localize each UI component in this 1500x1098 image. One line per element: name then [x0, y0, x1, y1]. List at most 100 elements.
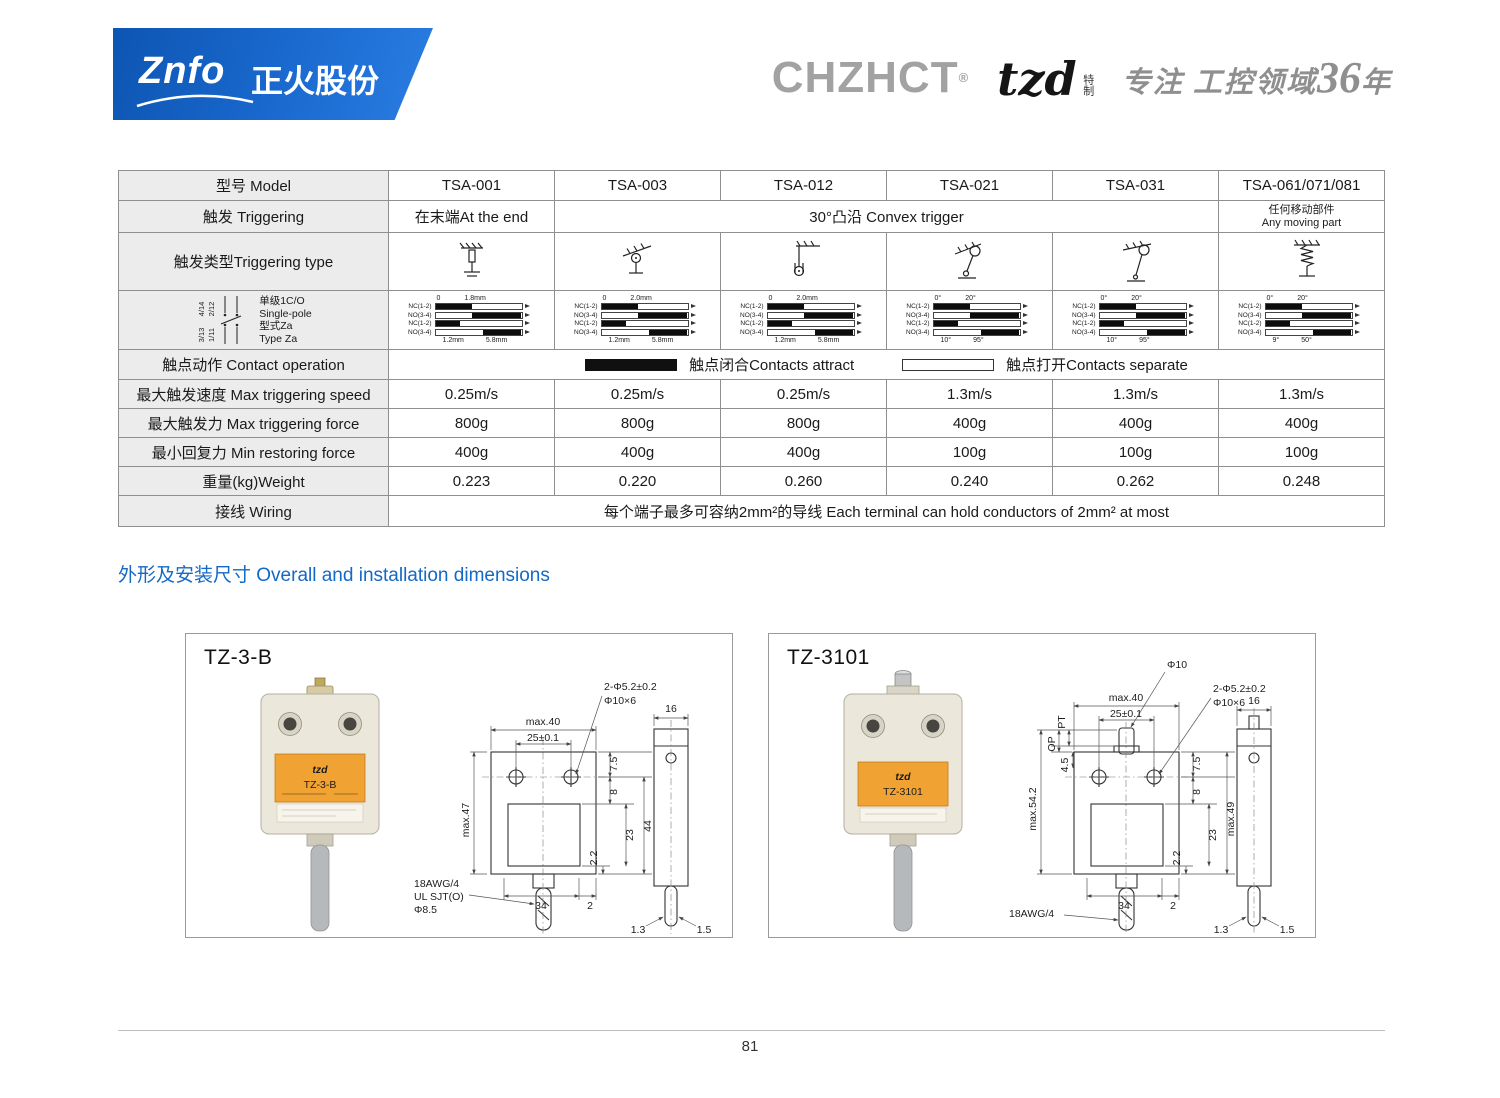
contact-diagram-cell: 0°20° NC(1-2)NO(3-4)NC(1-2)NO(3-4) 10°95…: [1052, 290, 1219, 350]
min-force-cell: 400g: [388, 437, 555, 467]
force-cell: 400g: [1052, 408, 1219, 438]
trigger-icon-roller-plunger: [622, 242, 651, 274]
speed-cell: 1.3m/s: [1052, 379, 1219, 409]
brand-tzd: tzd 特制: [997, 52, 1094, 106]
cable-callout-1: 18AWG/4: [414, 878, 459, 890]
row-trigger-type: 触发类型Triggering type: [118, 232, 1385, 291]
dim-phi10: Φ10: [1167, 659, 1187, 671]
min-force-cell: 100g: [1052, 437, 1219, 467]
tzd-logo: tzd: [997, 52, 1077, 106]
model-cell: TSA-021: [886, 170, 1053, 201]
speed-cell: 0.25m/s: [388, 379, 555, 409]
product-brand-label: tzd: [895, 771, 911, 783]
model-cell: TSA-001: [388, 170, 555, 201]
trigger-icon-ball-lever: [954, 241, 981, 279]
model-cell: TSA-003: [554, 170, 721, 201]
brand-chzhct: CHZHCT®: [772, 56, 969, 100]
contacts-attract-bar: [585, 358, 678, 371]
row-triggering: 触发 Triggering 在末端At the end 30°凸沿 Convex…: [118, 200, 1385, 233]
dim-max49: max.49: [1225, 802, 1237, 837]
dim-23: 23: [624, 829, 636, 841]
weight-cell: 0.220: [554, 466, 721, 496]
dim-4-5: 4.5: [1059, 758, 1071, 773]
product-brand-label: tzd: [312, 764, 328, 776]
trigger-icon-spring-rod: [1293, 239, 1320, 277]
force-cell: 400g: [886, 408, 1053, 438]
row-min-force: 最小回复力 Min restoring force 400g 400g 400g…: [118, 437, 1385, 467]
triggering-cell: 在末端At the end: [388, 200, 555, 233]
dim-2: 2: [587, 900, 593, 912]
contacts-separate-bar: [902, 358, 995, 371]
product-model-label: TZ-3101: [883, 786, 923, 798]
speed-cell: 0.25m/s: [554, 379, 721, 409]
section-title: 外形及安装尺寸 Overall and installation dimensi…: [118, 565, 550, 586]
row-weight: 重量(kg)Weight 0.223 0.220 0.260 0.240 0.2…: [118, 466, 1385, 496]
weight-cell: 0.262: [1052, 466, 1219, 496]
force-cell: 800g: [720, 408, 887, 438]
min-force-cell: 100g: [1218, 437, 1385, 467]
dim-25: 25±0.1: [527, 732, 559, 744]
front-view: [490, 751, 597, 931]
drawing-title: TZ-3-B: [204, 646, 273, 669]
dim-hole-callout1: 2-Φ5.2±0.2: [604, 681, 657, 693]
force-cell: 800g: [388, 408, 555, 438]
row-max-force: 最大触发力 Max triggering force 800g 800g 800…: [118, 408, 1385, 438]
dim-1-5: 1.5: [697, 924, 712, 936]
dim-1-3: 1.3: [1214, 924, 1229, 936]
dim-16: 16: [1248, 695, 1260, 707]
product-photo: tzd TZ-3-B: [260, 677, 380, 932]
row-label-triggering: 触发 Triggering: [118, 200, 389, 233]
drawing-title: TZ-3101: [787, 646, 870, 669]
weight-cell: 0.223: [388, 466, 555, 496]
pole-term: 4/14: [197, 302, 206, 317]
speed-cell: 1.3m/s: [1218, 379, 1385, 409]
weight-cell: 0.240: [886, 466, 1053, 496]
dim-hole-callout1: 2-Φ5.2±0.2: [1213, 683, 1266, 695]
dimension-drawings: TZ-3-B tzd TZ-3-B: [185, 633, 1316, 938]
row-label-max-speed: 最大触发速度 Max triggering speed: [118, 379, 389, 409]
row-contact-diagram: 4/14 2/12 3/13 1/11 单级1C/O Single-pole 型…: [118, 290, 1385, 350]
pole-term: 3/13: [197, 328, 206, 343]
trigger-icon-ball-rod: [1122, 240, 1151, 282]
dim-max40: max.40: [1109, 692, 1144, 704]
triggering-cell-convex: 30°凸沿 Convex trigger: [554, 200, 1219, 233]
dim-7-5: 7.5: [1191, 757, 1203, 772]
header-brands: CHZHCT® tzd 特制 专注 工控领域36年: [772, 52, 1392, 106]
row-label-max-force: 最大触发力 Max triggering force: [118, 408, 389, 438]
company-name-cn: 正火股份: [251, 63, 380, 99]
dim-max47: max.47: [460, 803, 472, 838]
row-contact-operation: 触点动作 Contact operation 触点闭合Contacts attr…: [118, 349, 1385, 380]
dim-hole-callout2: Φ10×6: [604, 695, 636, 707]
dim-pt: PT: [1056, 715, 1068, 729]
dim-34: 34: [535, 900, 547, 912]
tz3101-dimension-drawing: tzd TZ-3101: [843, 659, 1295, 936]
dim-1-5: 1.5: [1280, 924, 1295, 936]
force-cell: 400g: [1218, 408, 1385, 438]
registered-mark: ®: [958, 70, 970, 85]
trigger-icon-pin-plunger: [459, 242, 483, 277]
contacts-attract-label: 触点闭合Contacts attract: [689, 357, 855, 374]
row-label-trigger-type: 触发类型Triggering type: [118, 232, 389, 291]
dim-7-5: 7.5: [608, 757, 620, 772]
row-label-pole: 4/14 2/12 3/13 1/11 单级1C/O Single-pole 型…: [118, 290, 389, 350]
row-wiring: 接线 Wiring 每个端子最多可容纳2mm²的导线 Each terminal…: [118, 495, 1385, 527]
row-model: 型号 Model TSA-001 TSA-003 TSA-012 TSA-021…: [118, 170, 1385, 201]
dim-8: 8: [1191, 789, 1203, 795]
min-force-cell: 400g: [554, 437, 721, 467]
weight-cell: 0.260: [720, 466, 887, 496]
dim-2: 2: [1170, 900, 1176, 912]
dim-8: 8: [608, 789, 620, 795]
weight-cell: 0.248: [1218, 466, 1385, 496]
model-cell: TSA-031: [1052, 170, 1219, 201]
cable-callout-3: Φ8.5: [414, 904, 437, 916]
row-label-model: 型号 Model: [118, 170, 389, 201]
speed-cell: 1.3m/s: [886, 379, 1053, 409]
row-label-wiring: 接线 Wiring: [118, 495, 389, 527]
triggering-cell-any: 任何移动部件 Any moving part: [1218, 200, 1385, 233]
pole-description: 单级1C/O Single-pole 型式Za Type Za: [259, 295, 312, 345]
row-max-speed: 最大触发速度 Max triggering speed 0.25m/s 0.25…: [118, 379, 1385, 409]
row-label-weight: 重量(kg)Weight: [118, 466, 389, 496]
drawing-box-tz3b: TZ-3-B tzd TZ-3-B: [185, 633, 733, 938]
